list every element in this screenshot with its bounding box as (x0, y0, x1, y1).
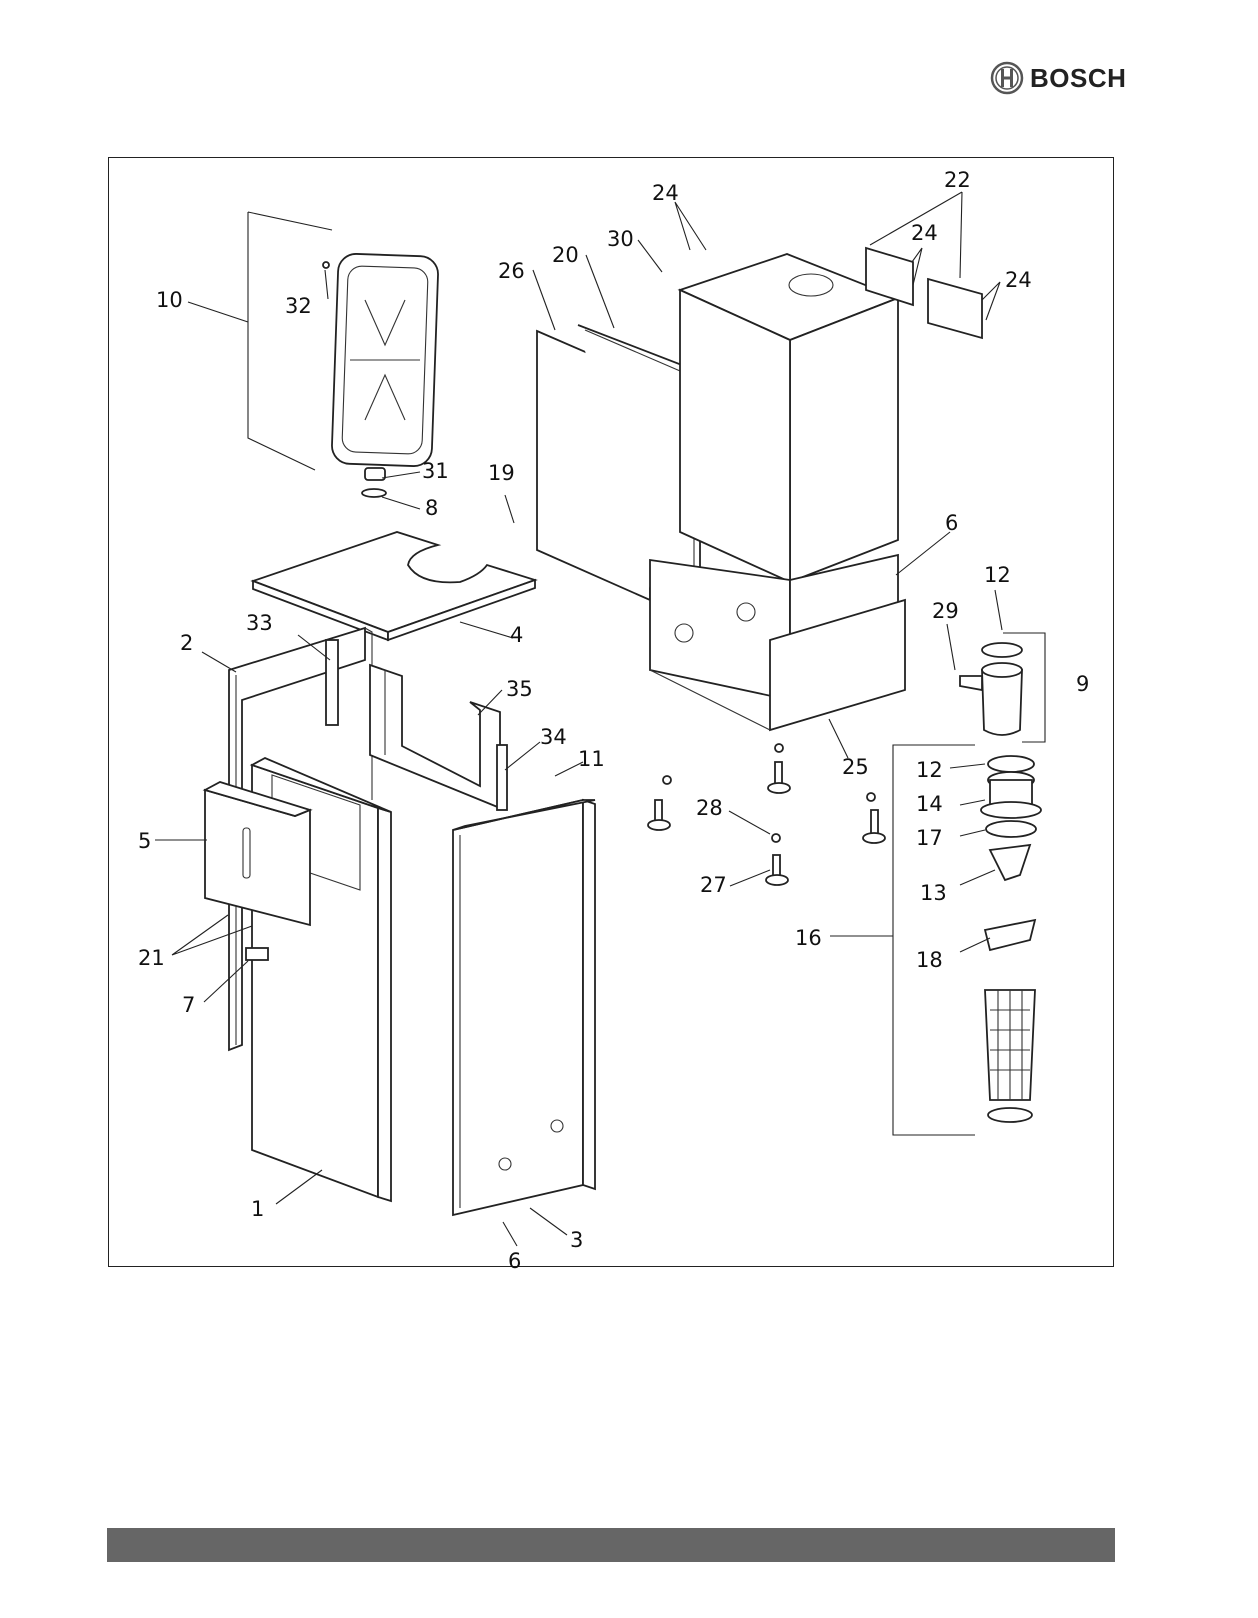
expansion-vessel (248, 212, 439, 497)
callout-20: 20 (552, 243, 579, 267)
callout-9: 9 (1076, 672, 1089, 696)
callout-1: 1 (251, 1197, 264, 1221)
callout-2: 2 (180, 631, 193, 655)
callout-10: 10 (156, 288, 183, 312)
callout-11: 11 (578, 747, 605, 771)
callout-17: 17 (916, 826, 943, 850)
right-side-panel (453, 800, 595, 1215)
callout-3: 3 (570, 1228, 583, 1252)
callout-4: 4 (510, 623, 523, 647)
callout-34: 34 (540, 725, 567, 749)
callout-24-right: 24 (1005, 268, 1032, 292)
callout-32: 32 (285, 294, 312, 318)
callout-19: 19 (488, 461, 515, 485)
callout-6-top: 6 (945, 511, 958, 535)
callout-16: 16 (795, 926, 822, 950)
main-cabinet-housing (650, 254, 905, 730)
callout-28: 28 (696, 796, 723, 820)
callout-12-bottom: 12 (916, 758, 943, 782)
callout-7: 7 (182, 993, 195, 1017)
callout-31: 31 (422, 459, 449, 483)
top-cover-panel (253, 532, 535, 640)
callout-14: 14 (916, 792, 943, 816)
callout-25: 25 (842, 755, 869, 779)
callout-6-bottom: 6 (508, 1249, 521, 1273)
callout-29: 29 (932, 599, 959, 623)
callout-21: 21 (138, 946, 165, 970)
callout-13: 13 (920, 881, 947, 905)
callout-8: 8 (425, 496, 438, 520)
callout-30: 30 (607, 227, 634, 251)
callout-24-mid: 24 (911, 221, 938, 245)
callout-5: 5 (138, 829, 151, 853)
callout-24-top: 24 (652, 181, 679, 205)
footer-bar (107, 1528, 1115, 1562)
callout-12-top: 12 (984, 563, 1011, 587)
callout-27: 27 (700, 873, 727, 897)
callout-18: 18 (916, 948, 943, 972)
flue-adaptor (960, 633, 1045, 742)
callout-22: 22 (944, 168, 971, 192)
callout-26: 26 (498, 259, 525, 283)
callout-33: 33 (246, 611, 273, 635)
callout-35: 35 (506, 677, 533, 701)
connector-block (246, 948, 268, 960)
rear-bracket (370, 665, 507, 810)
